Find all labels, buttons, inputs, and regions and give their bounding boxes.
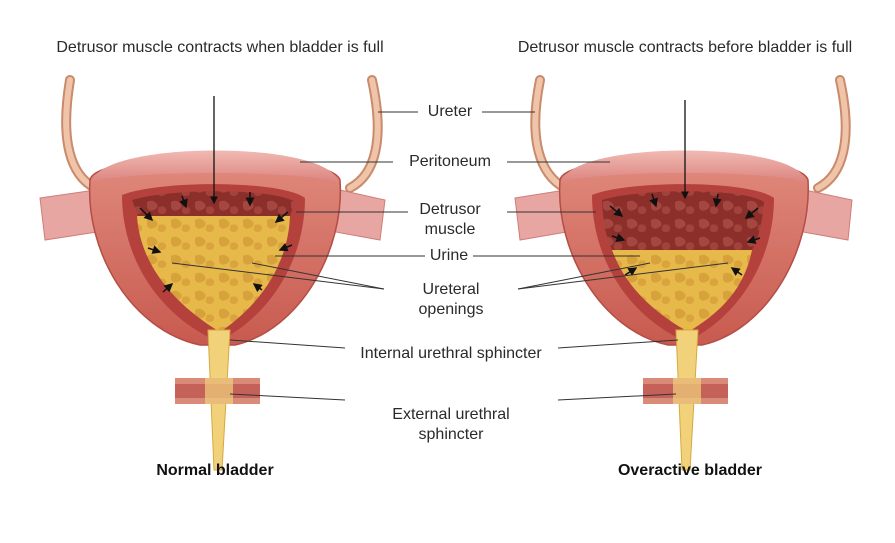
label-internal-urethral-sphincter: Internal urethral sphincter: [360, 345, 542, 362]
right-heading: Detrusor muscle contracts before bladder…: [517, 39, 853, 56]
left-heading: Detrusor muscle contracts when bladder i…: [56, 39, 384, 56]
label-peritoneum: Peritoneum: [409, 153, 491, 170]
label-urine: Urine: [429, 247, 469, 264]
label-external-urethral-sphincter: External urethral sphincter: [392, 406, 510, 443]
label-detrusor-muscle: Detrusor muscle: [419, 201, 481, 238]
leader-lines: [171, 111, 729, 401]
label-ureter: Ureter: [427, 103, 473, 120]
caption-overactive-bladder: Overactive bladder: [617, 462, 763, 479]
label-ureteral-openings: Ureteral openings: [418, 281, 484, 318]
caption-normal-bladder: Normal bladder: [156, 462, 274, 479]
overactive-bladder: [514, 75, 853, 471]
normal-bladder: [39, 75, 386, 471]
